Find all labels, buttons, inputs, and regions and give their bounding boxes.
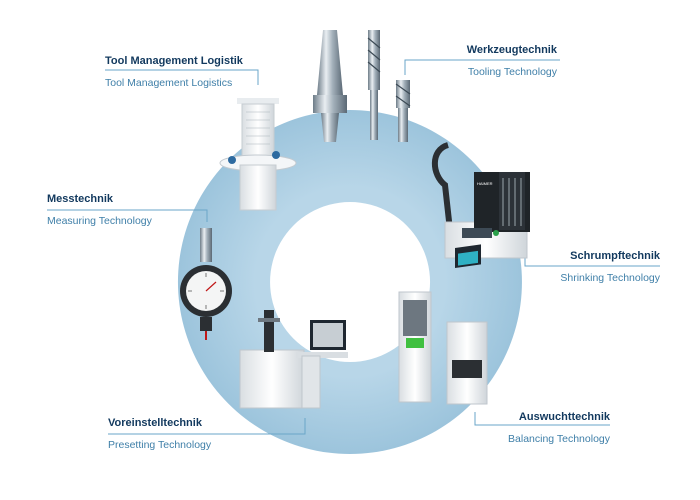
label-measuring-de: Messtechnik — [47, 193, 114, 205]
shrink-machine-brand: HAIMER — [477, 181, 493, 186]
label-shrinking: Schrumpftechnik Shrinking Technology — [540, 251, 660, 284]
label-tool-management: Tool Management Logistik Tool Management… — [105, 56, 243, 89]
label-shrinking-de: Schrumpftechnik — [570, 250, 660, 262]
label-measuring: Messtechnik Measuring Technology — [47, 194, 152, 227]
label-balancing-en: Balancing Technology — [508, 433, 610, 445]
label-measuring-en: Measuring Technology — [47, 215, 152, 227]
label-balancing-de: Auswuchttechnik — [518, 411, 610, 423]
label-presetting: Voreinstelltechnik Presetting Technology — [108, 418, 211, 451]
label-tooling-en: Tooling Technology — [467, 66, 557, 78]
label-presetting-en: Presetting Technology — [108, 439, 212, 451]
label-balancing: Auswuchttechnik Balancing Technology — [490, 412, 610, 445]
balancing-machine-icon — [398, 244, 488, 405]
label-tooling: Werkzeugtechnik Tooling Technology — [450, 45, 557, 78]
presetting-device-icon — [239, 310, 348, 409]
label-tool-management-de: Tool Management Logistik — [105, 55, 243, 67]
label-tool-management-en: Tool Management Logistics — [105, 77, 233, 89]
tool-holder-and-cutters-icon — [313, 30, 411, 142]
label-shrinking-en: Shrinking Technology — [560, 272, 660, 284]
label-presetting-de: Voreinstelltechnik — [108, 417, 202, 429]
label-tooling-de: Werkzeugtechnik — [466, 44, 557, 56]
dial-gauge-icon — [180, 228, 232, 340]
tool-cabinet-icon — [219, 98, 297, 211]
